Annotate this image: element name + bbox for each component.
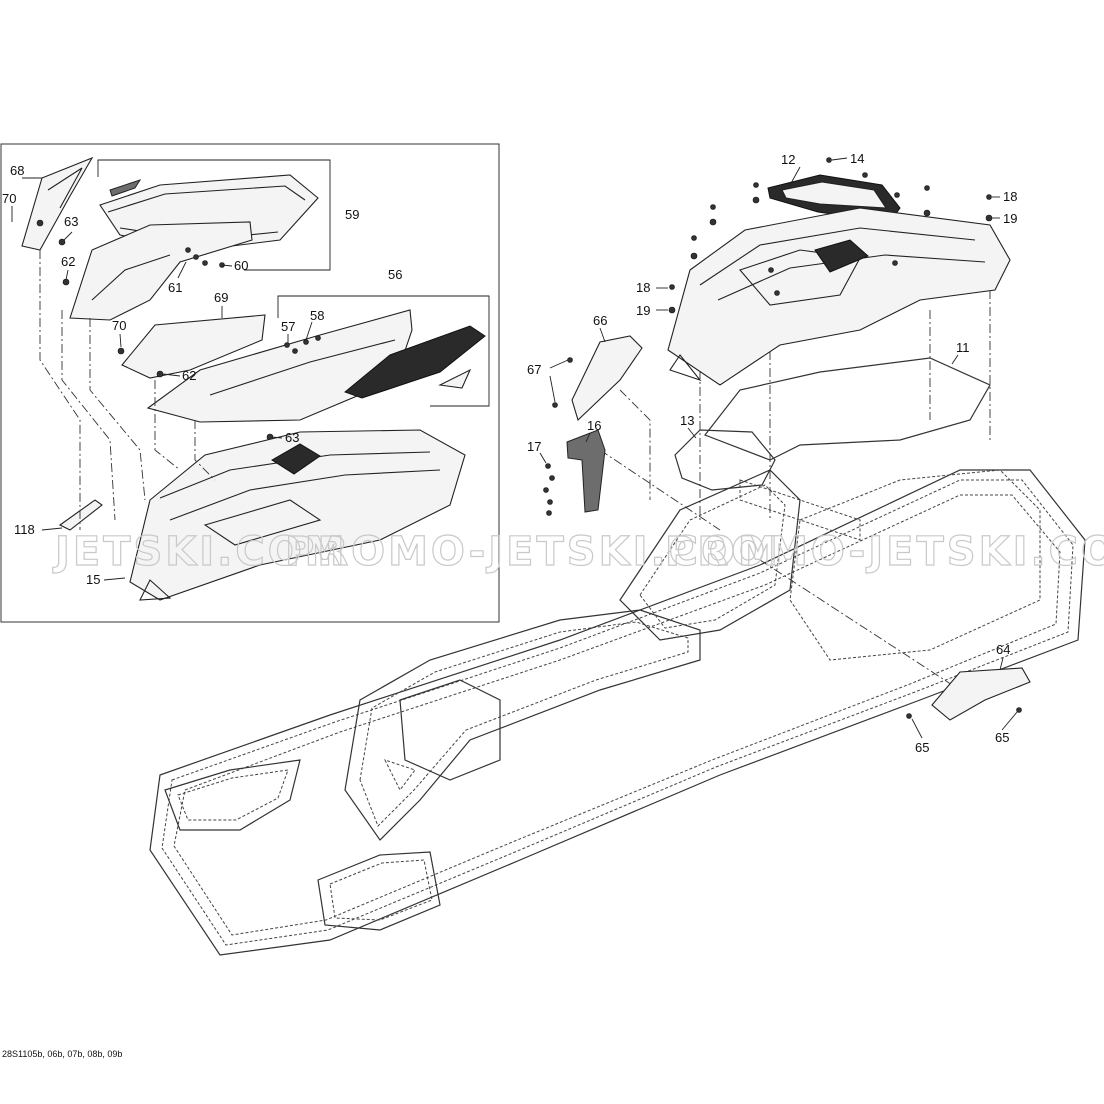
- screw-14a: [826, 157, 832, 163]
- callout-70: 70: [2, 191, 16, 206]
- callout-59: 59: [345, 207, 359, 222]
- storage-bin-15: [129, 429, 466, 601]
- trim-118: [58, 499, 103, 531]
- bracket-56: [277, 295, 490, 407]
- main-assembly-lines: [599, 290, 991, 691]
- callout-69: 69: [214, 290, 228, 305]
- panel-64: [931, 667, 1031, 721]
- callout-11: 11: [956, 340, 970, 355]
- callout-58: 58: [310, 308, 324, 323]
- screws-60-61: [185, 247, 225, 268]
- screw-14c: [894, 192, 900, 198]
- callout-60: 60: [234, 258, 248, 273]
- callout-14: 14: [850, 151, 864, 166]
- callout-70-lower: 70: [112, 318, 126, 333]
- bracket-59: [97, 159, 331, 271]
- inset-frame: [0, 143, 500, 623]
- callout-118: 118: [14, 522, 35, 537]
- panel-66: [571, 335, 643, 422]
- seal-13: [674, 429, 776, 491]
- callout-18-left: 18: [636, 280, 650, 295]
- screws-17: [543, 463, 555, 516]
- watermark-right: PROMO-JETSKI.COM: [665, 529, 1104, 575]
- screw-65-right: [1016, 707, 1022, 713]
- callout-18: 18: [1003, 189, 1017, 204]
- bracket-16: [566, 429, 606, 513]
- liner-under-59: [69, 221, 253, 321]
- inset-assembly-lines: [39, 250, 216, 530]
- callout-63-lower: 63: [285, 430, 299, 445]
- callout-65-right: 65: [995, 730, 1009, 745]
- screws-57-58: [284, 335, 321, 354]
- watermark-left: JETSKI.COM: [52, 529, 348, 575]
- callout-67: 67: [527, 362, 541, 377]
- callout-56: 56: [388, 267, 402, 282]
- clip-70-upper: [36, 219, 44, 227]
- callout-15: 15: [86, 572, 100, 587]
- callout-13: 13: [680, 413, 694, 428]
- rear-panel-56: [146, 309, 486, 423]
- screw-14b: [862, 172, 868, 178]
- callout-63: 63: [64, 214, 78, 229]
- side-panel-69: [121, 314, 266, 379]
- reference-code: 28S1105b, 06b, 07b, 08b, 09b: [2, 1049, 122, 1059]
- callout-16: 16: [587, 418, 601, 433]
- callout-17: 17: [527, 439, 541, 454]
- deck-liner-upper: [667, 207, 1011, 386]
- callout-19-left: 19: [636, 303, 650, 318]
- callout-61: 61: [168, 280, 182, 295]
- callout-64: 64: [996, 642, 1010, 657]
- screw-65-left: [906, 713, 912, 719]
- callout-19: 19: [1003, 211, 1017, 226]
- watermark-center: PROMO-JETSKI.COM: [285, 529, 781, 575]
- callout-66: 66: [593, 313, 607, 328]
- screws-67: [552, 357, 573, 408]
- clip-63-upper: [58, 238, 66, 246]
- hull-deck: [149, 469, 1086, 956]
- clip-70-lower: [117, 347, 125, 355]
- callout-12: 12: [781, 152, 795, 167]
- clip-62-lower: [156, 370, 164, 378]
- callout-62: 62: [61, 254, 75, 269]
- side-panel-68: [21, 156, 94, 251]
- callout-leaders: [11, 157, 1018, 739]
- callout-57: 57: [281, 319, 295, 334]
- callout-62-lower: 62: [182, 368, 196, 383]
- callout-68: 68: [10, 163, 24, 178]
- deck-screws: [668, 182, 993, 314]
- callout-65-left: 65: [915, 740, 929, 755]
- seal-11: [704, 357, 991, 461]
